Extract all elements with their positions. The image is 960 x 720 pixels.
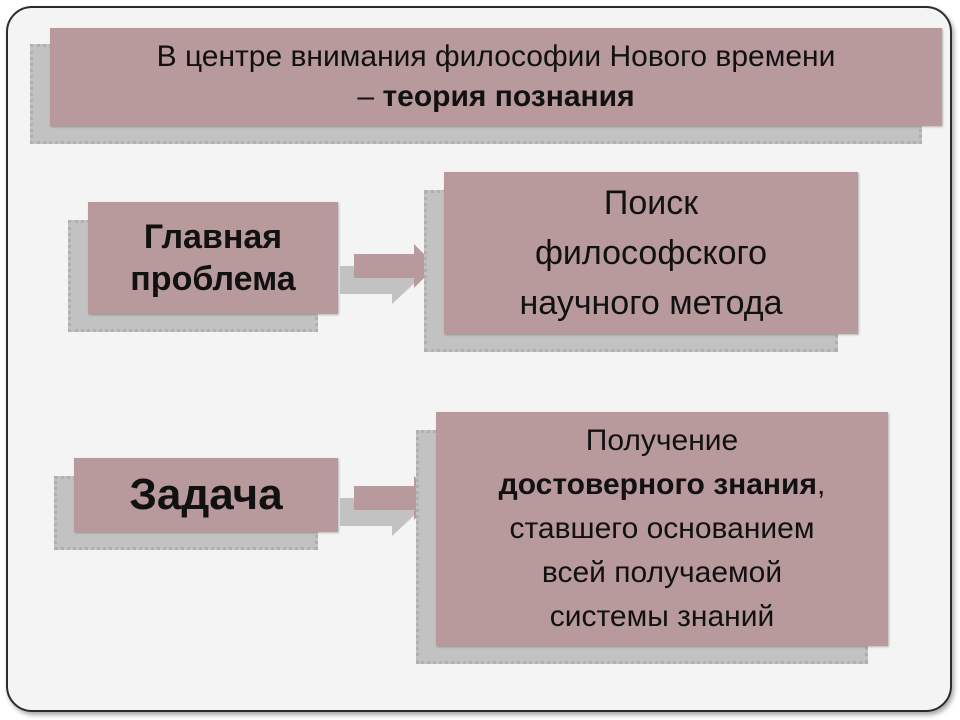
- row1-label-line-2: проблема: [130, 260, 296, 298]
- title-emphasis: теория познания: [382, 80, 635, 113]
- row1-text-line-2: философского: [534, 234, 768, 272]
- row1-text-line-3: научного метода: [519, 284, 783, 322]
- title-dash: –: [357, 80, 383, 113]
- row2-text-line-2: достоверного знания,: [499, 463, 826, 507]
- row1-arrow: [340, 244, 436, 304]
- title-line-1: В центре внимания философии Нового време…: [156, 40, 836, 73]
- title-line-2: – теория познания: [357, 77, 634, 117]
- row2-text-line-4: всей получаемой: [541, 556, 783, 589]
- row2-text-comma: ,: [816, 468, 826, 501]
- row2-label: Задача: [129, 470, 283, 519]
- row2-text-line-1: Получение: [585, 424, 739, 457]
- row2-label-box: Задача: [74, 458, 338, 532]
- row1-label-line-1: Главная: [143, 218, 283, 256]
- slide-frame: В центре внимания философии Нового време…: [6, 6, 952, 712]
- row2-text-line-5: системы знаний: [549, 600, 775, 633]
- row1-text-box: Поиск философского научного метода: [444, 172, 858, 334]
- row2-text-line-3: ставшего основанием: [509, 512, 815, 545]
- title-box: В центре внимания философии Нового време…: [50, 28, 942, 126]
- row2-text-box: Получение достоверного знания, ставшего …: [436, 412, 888, 646]
- row1-text-line-1: Поиск: [603, 184, 699, 222]
- row2-text-emphasis: достоверного знания: [498, 468, 817, 501]
- row2-arrow: [340, 476, 436, 536]
- row1-arrow-shape: [354, 244, 436, 288]
- row2-arrow-shape: [354, 476, 436, 520]
- row1-label-box: Главная проблема: [88, 202, 338, 314]
